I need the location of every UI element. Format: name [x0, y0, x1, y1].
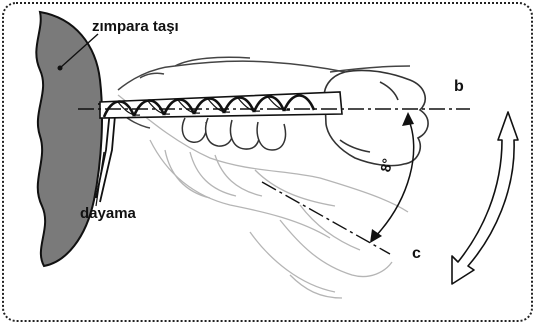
grinding-stone-label: zımpara taşı: [92, 18, 179, 35]
axis-c-line: [262, 182, 390, 254]
tool-rest-label: dayama: [80, 205, 136, 222]
right-hand: [324, 70, 428, 165]
swing-arrow: [452, 112, 518, 284]
drill-bit: [100, 92, 342, 118]
stone-leader-dot: [58, 66, 63, 71]
fingers: [182, 118, 285, 150]
grinding-stone: [36, 12, 102, 266]
axis-c-label: c: [412, 245, 421, 263]
axis-b-label: b: [454, 78, 464, 96]
